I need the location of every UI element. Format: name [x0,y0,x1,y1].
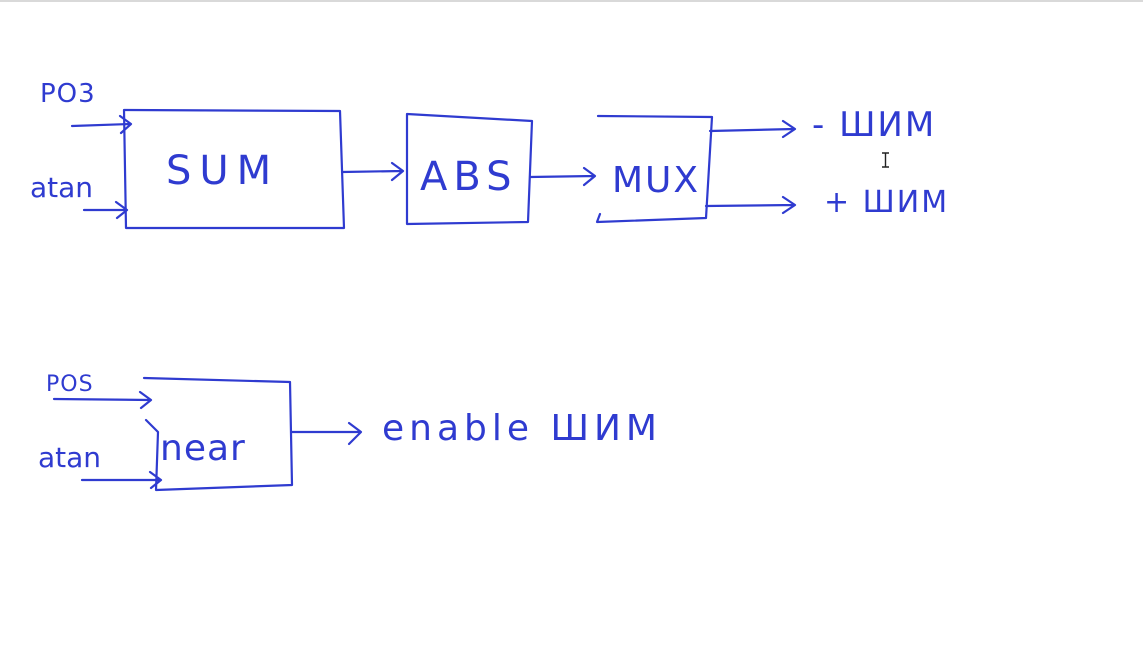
near-block-label: near [160,428,246,469]
top-divider [0,0,1143,2]
near-block [142,376,294,492]
abs-block [405,112,534,226]
sum-block [122,108,346,230]
bottom-input-atan-arrow [80,470,163,490]
out-minus-label: - ШИМ [812,105,936,145]
near-output-label: enable ШИМ [382,408,662,449]
bottom-input-atan-label: atan [38,441,101,474]
top-input-atan-label: atan [30,171,93,204]
abs-to-mux-arrow [528,166,597,187]
bottom-flow: POS atan near enable ШИМ [38,372,662,492]
bottom-input-pos-label: POS [46,372,94,397]
mux-out-plus-arrow [704,195,797,215]
top-input-atan-arrow [82,200,129,220]
mux-block-label: MUX [612,160,700,201]
abs-block-label: ABS [420,154,518,200]
top-input-pos-label: PO3 [40,79,96,109]
top-flow: PO3 atan SUM ABS MUX - ШИМ + ШИМ [30,79,949,230]
top-input-pos-arrow [70,114,133,135]
mux-out-minus-arrow [708,119,797,139]
out-plus-label: + ШИМ [824,185,949,220]
near-out-arrow [290,421,363,446]
bottom-input-pos-arrow [52,390,153,410]
sum-to-abs-arrow [340,161,405,182]
text-cursor-icon [882,152,889,168]
mux-block [595,114,714,224]
sum-block-label: SUM [166,148,279,194]
